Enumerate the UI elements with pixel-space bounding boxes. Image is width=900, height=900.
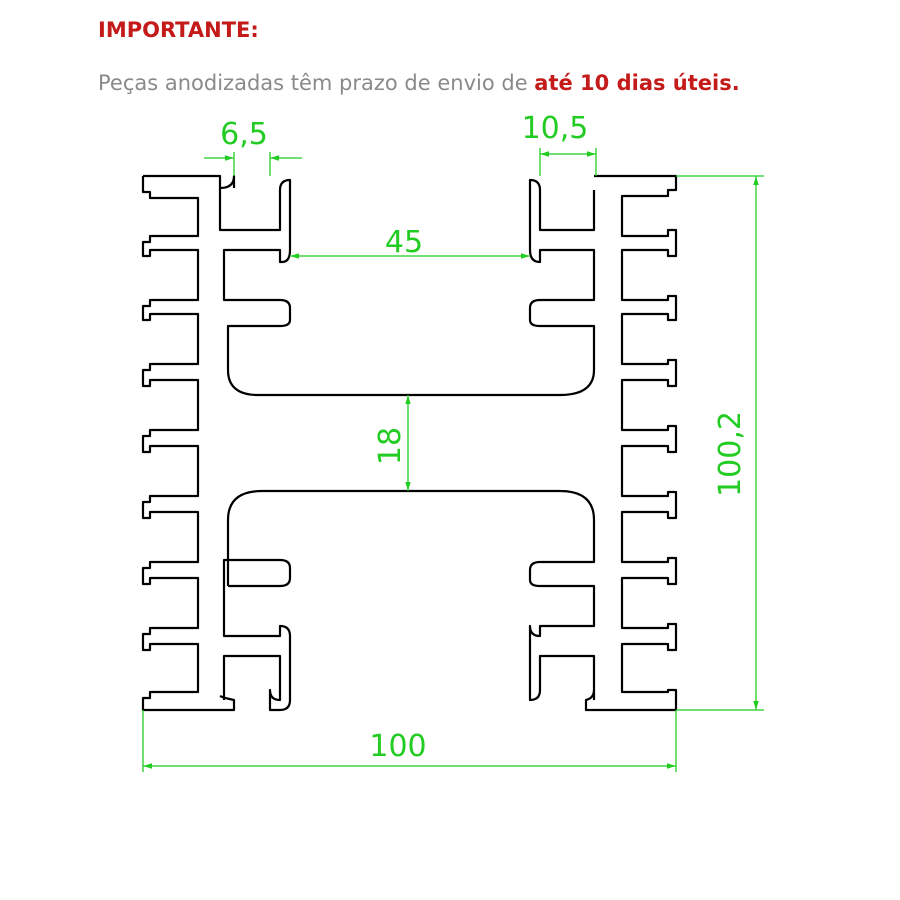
dim-label-total-height: 100,2	[713, 411, 748, 497]
dimension-lines	[142, 148, 764, 772]
left-inner-channel	[218, 178, 596, 397]
dim-label-web-thickness: 18	[373, 427, 408, 465]
profile-outline	[141, 174, 678, 712]
notice-text: Peças anodizadas têm prazo de envio de a…	[98, 71, 740, 95]
lower-inner-channel	[222, 489, 596, 712]
notice-title: IMPORTANTE:	[98, 18, 259, 42]
dimension-labels: 6,5 10,5 45 18 100,2 100	[220, 111, 748, 764]
dim-label-total-width: 100	[369, 729, 426, 764]
left-spine-with-fins	[141, 174, 236, 712]
dim-label-channel-width: 45	[385, 225, 423, 260]
right-spine-with-fins	[584, 174, 678, 712]
dim-label-left-slot: 6,5	[220, 117, 268, 152]
notice-emphasis: até 10 dias úteis.	[534, 71, 740, 95]
dim-label-right-slot: 10,5	[522, 111, 589, 146]
notice-body: Peças anodizadas têm prazo de envio de	[98, 71, 535, 95]
